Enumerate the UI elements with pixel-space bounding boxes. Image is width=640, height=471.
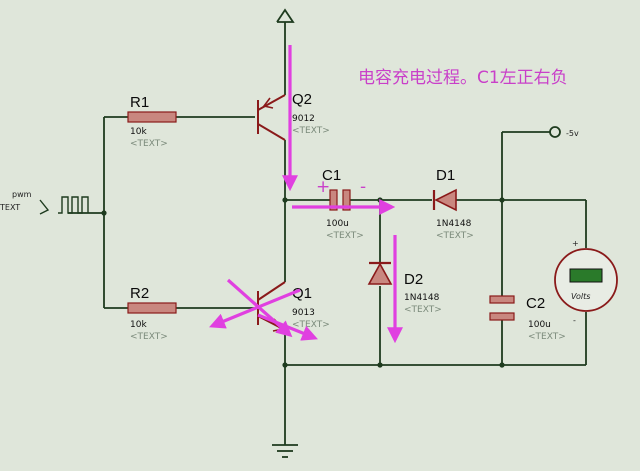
capacitor-c1[interactable]: C1 + - 100u <TEXT>: [316, 167, 366, 241]
arrow-out-q1-icon: [257, 313, 318, 341]
r2-ref: R2: [130, 285, 149, 302]
supply-label: -5v: [566, 129, 579, 138]
c2-value: 100u: [528, 320, 551, 330]
diode-icon: [432, 188, 457, 212]
diode-d2[interactable]: D2 1N4148 <TEXT>: [367, 261, 442, 315]
voltmeter[interactable]: Volts + -: [554, 239, 618, 325]
current-flow-arrows: [209, 45, 403, 344]
c2-ref: C2: [526, 295, 545, 312]
pwm-label: pwm: [12, 190, 32, 199]
c1-minus: -: [360, 177, 366, 197]
q2-value: 9012: [292, 114, 315, 124]
r2-text: <TEXT>: [130, 332, 168, 342]
r2-value: 10k: [130, 320, 147, 330]
d1-ref: D1: [436, 167, 455, 184]
annotation-text: 电容充电过程。C1左正右负: [358, 68, 568, 88]
resistor-body-icon: [127, 111, 177, 123]
c1-text: <TEXT>: [326, 231, 364, 241]
q2-ref: Q2: [292, 91, 312, 108]
transistor-q1[interactable]: Q1 9013 <TEXT>: [257, 281, 330, 332]
q2-text: <TEXT>: [292, 126, 330, 136]
ground-symbol-icon: [272, 444, 298, 458]
c2-text: <TEXT>: [528, 332, 566, 342]
supply-terminal[interactable]: -5v: [549, 126, 579, 138]
diode-icon: [367, 261, 393, 285]
c1-value: 100u: [326, 219, 349, 229]
d1-text: <TEXT>: [436, 231, 474, 241]
c1-ref: C1: [322, 167, 341, 184]
resistor-r1[interactable]: R1 10k <TEXT>: [127, 94, 177, 149]
r1-ref: R1: [130, 94, 149, 111]
pnp-transistor-icon: [257, 94, 286, 141]
pwm-text-placeholder: TEXT: [0, 203, 20, 212]
c1-plus: +: [316, 177, 330, 197]
pwm-input[interactable]: pwm TEXT: [0, 190, 89, 215]
top-supply-arrow-icon: [276, 8, 295, 23]
resistor-body-icon: [127, 302, 177, 314]
meter-unit: Volts: [571, 292, 590, 301]
diode-d1[interactable]: D1 1N4148 <TEXT>: [432, 167, 474, 241]
q1-text: <TEXT>: [292, 320, 330, 330]
meter-minus: -: [573, 316, 576, 325]
r1-text: <TEXT>: [130, 139, 168, 149]
polarized-capacitor-icon: [489, 295, 515, 321]
meter-plus: +: [572, 239, 579, 248]
resistor-r2[interactable]: R2 10k <TEXT>: [127, 285, 177, 342]
meter-display-icon: [569, 268, 603, 283]
r1-value: 10k: [130, 127, 147, 137]
polarized-capacitor-icon: [329, 189, 351, 211]
q1-ref: Q1: [292, 285, 312, 302]
d2-text: <TEXT>: [404, 305, 442, 315]
arrow-back-q1-icon: [209, 288, 301, 329]
d2-ref: D2: [404, 271, 423, 288]
d1-value: 1N4148: [436, 219, 472, 229]
transistor-q2[interactable]: Q2 9012 <TEXT>: [257, 91, 330, 141]
d2-value: 1N4148: [404, 293, 440, 303]
q1-value: 9013: [292, 308, 315, 318]
junction-dots: [101, 197, 505, 368]
terminal-circle-icon: [549, 126, 561, 138]
capacitor-c2[interactable]: C2 100u <TEXT>: [489, 295, 566, 342]
pwm-generator-icon: [39, 196, 89, 215]
